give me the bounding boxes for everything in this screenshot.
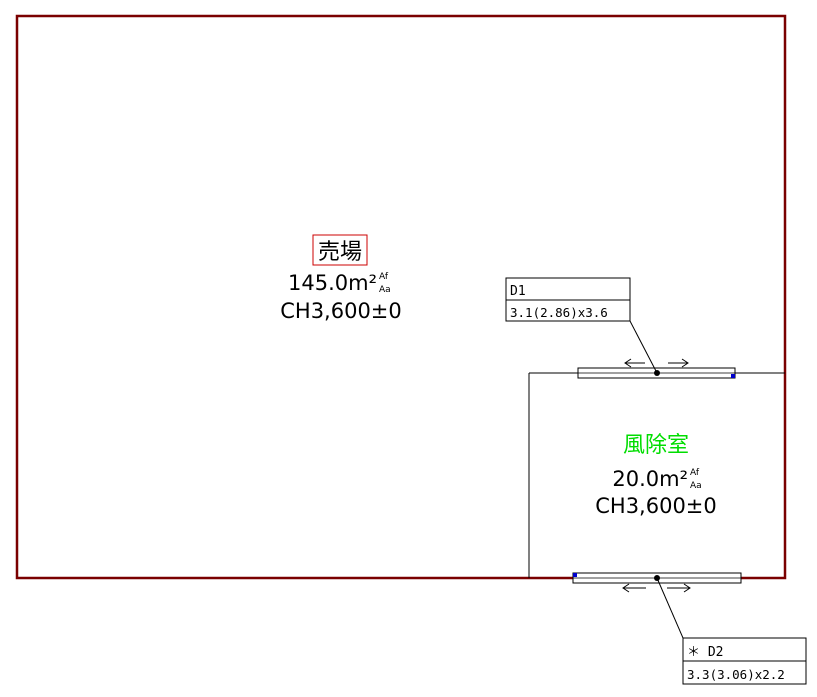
door-d1-marker xyxy=(731,374,735,378)
room-area-sales: 145.0m² xyxy=(288,271,377,295)
room-area-sales-aa: Aa xyxy=(379,285,391,295)
room-name-vestibule: 風除室 xyxy=(623,433,689,458)
door-d1[interactable] xyxy=(577,358,736,379)
door-d1-slide-arrow-left xyxy=(624,358,645,368)
room-name-sales: 売場 xyxy=(318,240,362,265)
room-area-vestibule-aa: Aa xyxy=(690,481,702,491)
door-d1-id: D1 xyxy=(510,284,526,299)
door-d2-leader-line xyxy=(656,577,684,639)
door-d2-tag[interactable]: ＊ D2 3.3(3.06)x2.2 xyxy=(682,637,807,685)
room-label-sales[interactable]: 売場 145.0m² Af Aa CH3,600±0 xyxy=(280,234,402,323)
room-area-vestibule-af: Af xyxy=(690,468,700,478)
room-ceiling-sales: CH3,600±0 xyxy=(280,299,402,323)
room-ceiling-vestibule: CH3,600±0 xyxy=(595,494,717,518)
door-d2[interactable] xyxy=(572,572,742,593)
outer-wall xyxy=(15,14,787,580)
room-area-vestibule: 20.0m² xyxy=(612,467,688,491)
door-d2-slide-arrow-right xyxy=(667,583,691,593)
door-d2-slide-arrow-left xyxy=(622,583,646,593)
door-d1-leader-line xyxy=(629,320,658,374)
room-area-sales-af: Af xyxy=(379,272,389,282)
door-d2-marker xyxy=(573,573,577,577)
door-d1-slide-arrow-right xyxy=(668,358,689,368)
room-label-vestibule[interactable]: 風除室 20.0m² Af Aa CH3,600±0 xyxy=(595,433,717,518)
door-d1-tag[interactable]: D1 3.1(2.86)x3.6 xyxy=(505,277,631,322)
door-d1-size: 3.1(2.86)x3.6 xyxy=(510,305,608,320)
room-name-box xyxy=(312,234,368,266)
door-d2-id: ＊ D2 xyxy=(687,645,723,660)
door-d2-size: 3.3(3.06)x2.2 xyxy=(687,667,785,682)
